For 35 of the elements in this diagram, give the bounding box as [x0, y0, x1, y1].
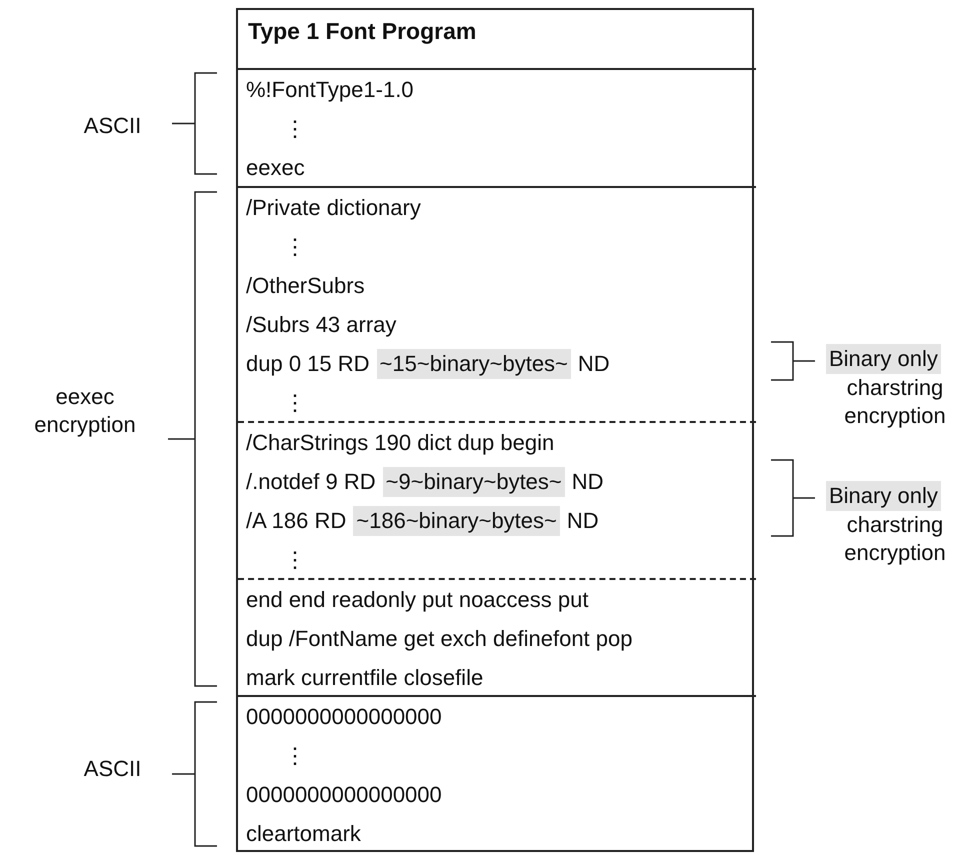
title: Type 1 Font Program — [248, 18, 476, 45]
section-label: ASCII — [82, 755, 142, 783]
code-line: end end readonly put noaccess put — [246, 587, 588, 613]
code-line: %!FontType1-1.0 — [246, 77, 414, 103]
code-line: 0000000000000000 — [246, 782, 442, 808]
ellipsis: ND — [572, 469, 604, 495]
code-line: mark currentfile closefile — [246, 665, 484, 691]
code-line: dup 0 15 RD — [246, 351, 370, 377]
section-label: eexec encryption — [33, 383, 137, 439]
highlighted-text: ~15~binary~bytes~ — [376, 349, 571, 379]
section-label: charstring encryption — [843, 511, 947, 567]
highlighted-text: ~9~binary~bytes~ — [382, 467, 565, 497]
section-label: ASCII — [82, 112, 142, 140]
code-line: /Private dictionary — [246, 195, 421, 221]
highlighted-text: ~186~binary~bytes~ — [353, 506, 560, 536]
highlighted-text: Binary only — [826, 481, 941, 511]
highlighted-text: Binary only — [826, 344, 941, 374]
code-line: /.notdef 9 RD — [246, 469, 376, 495]
code-line: cleartomark — [246, 821, 361, 847]
code-line: /A 186 RD — [246, 508, 346, 534]
ellipsis: ⋮ — [284, 116, 306, 142]
ellipsis: ND — [566, 508, 599, 534]
document-box — [236, 8, 754, 852]
ellipsis: ND — [578, 351, 610, 377]
code-line: 0000000000000000 — [246, 704, 442, 730]
code-line: eexec — [246, 155, 305, 181]
code-line: dup /FontName get exch definefont pop — [246, 626, 632, 652]
code-line: /Subrs 43 array — [246, 312, 396, 338]
code-line: /CharStrings 190 dict dup begin — [246, 430, 554, 456]
ellipsis: ⋮ — [284, 743, 306, 769]
code-line: /OtherSubrs — [246, 273, 365, 299]
section-label: charstring encryption — [843, 374, 947, 430]
ellipsis: ⋮ — [284, 390, 306, 416]
ellipsis: ⋮ — [284, 234, 306, 260]
ellipsis: ⋮ — [284, 547, 306, 573]
